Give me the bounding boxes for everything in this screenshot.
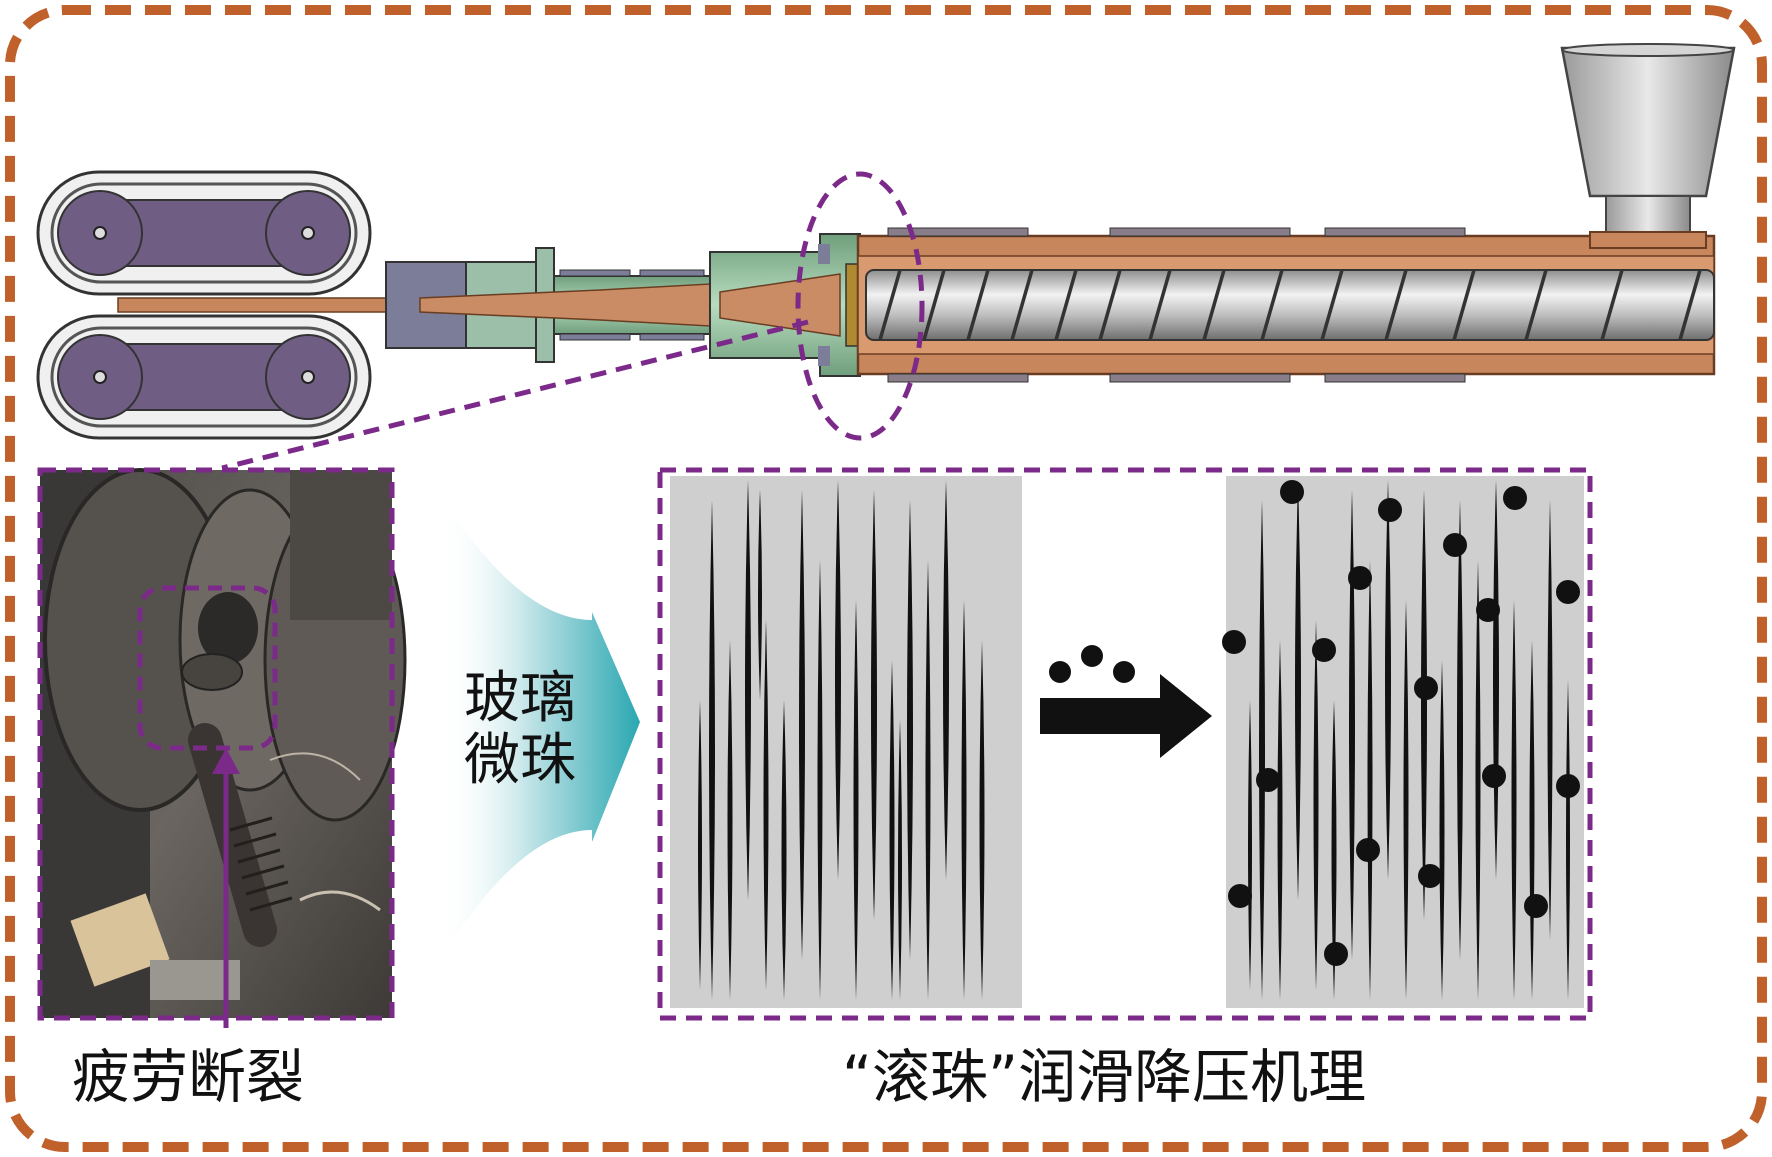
melt-streak — [1511, 600, 1517, 1000]
screw-flights — [878, 269, 1702, 341]
screw — [865, 269, 1715, 341]
haul-off-roller-bottom — [36, 314, 372, 440]
circle-icon — [1524, 894, 1548, 918]
melt-streak — [853, 600, 859, 1000]
melt-streak — [1277, 640, 1283, 1000]
melt-streak — [1421, 490, 1427, 920]
panel-without-beads — [670, 476, 1022, 1008]
glass-beads-label-line2: 微珠 — [464, 728, 576, 793]
right-arrow-icon — [1040, 674, 1212, 758]
fracture-pointer-head — [212, 748, 240, 774]
circle-icon — [1556, 580, 1580, 604]
circle-icon — [1348, 566, 1372, 590]
melt-streak — [907, 500, 913, 960]
melt-streaks-left — [698, 480, 985, 1000]
melt-streak — [1259, 500, 1265, 1000]
circle-icon — [1356, 838, 1380, 862]
fatigue-fracture-label: 疲劳断裂 — [72, 1043, 305, 1111]
funnel-icon — [1560, 43, 1736, 249]
transition-arrow — [440, 495, 640, 960]
circle-icon — [1418, 864, 1442, 888]
haul-off-roller-top — [36, 170, 372, 296]
melt-streak — [1349, 490, 1355, 960]
melt-streak — [1367, 560, 1373, 1000]
circle-icon — [1556, 774, 1580, 798]
melt-streak — [961, 600, 967, 1000]
melt-streak — [898, 720, 902, 1000]
outer-frame — [5, 5, 1767, 1152]
mechanism-label: “滚珠”润滑降压机理 — [842, 1043, 1367, 1111]
melt-streak — [745, 480, 751, 900]
circle-icon — [1049, 661, 1071, 683]
circle-icon — [1081, 645, 1103, 667]
circle-icon — [1443, 533, 1467, 557]
circle-icon — [1482, 764, 1506, 788]
melt-streak — [925, 560, 931, 1000]
melt-streak — [1457, 500, 1463, 960]
melt-streak — [1313, 620, 1319, 990]
die-zoom-ellipse — [795, 171, 925, 441]
circle-icon — [1324, 942, 1348, 966]
melt-streak — [781, 700, 787, 1000]
circle-icon — [1228, 884, 1252, 908]
glass-beads — [1222, 480, 1580, 966]
circle-icon — [1280, 480, 1304, 504]
circle-icon — [1476, 598, 1500, 622]
extruder-machine — [36, 43, 1736, 440]
melt-streak — [1439, 660, 1445, 1000]
melt-streak — [758, 490, 762, 700]
melt-streak — [799, 490, 805, 960]
circle-icon — [1256, 768, 1280, 792]
melt-streak — [835, 480, 841, 880]
circle-icon — [1222, 630, 1246, 654]
circle-icon — [1113, 661, 1135, 683]
heater-band-3 — [1324, 227, 1466, 237]
glass-beads-label: 玻璃 微珠 — [455, 668, 585, 792]
melt-streak — [1475, 560, 1481, 1000]
glass-beads-label-line1: 玻璃 — [464, 666, 576, 731]
die-zoom-leader — [221, 319, 809, 471]
melt-streak — [943, 480, 949, 880]
melt-streak — [1331, 700, 1337, 1000]
melt-streak — [979, 640, 985, 1000]
melt-streak — [709, 500, 715, 1000]
mechanism-frame — [657, 467, 1593, 1021]
breaker-plate — [845, 263, 859, 347]
melt-streak — [1566, 680, 1570, 1000]
melt-streak — [727, 640, 733, 1000]
melt-streak — [1403, 600, 1409, 1000]
circle-icon — [1503, 486, 1527, 510]
circle-icon — [1414, 676, 1438, 700]
heater-band-2 — [1109, 227, 1291, 237]
melt-streak — [1295, 480, 1301, 900]
melt-streak — [817, 560, 823, 1000]
heater-band-1 — [887, 227, 1029, 237]
melt-streak — [1248, 700, 1252, 990]
melt-streak — [1547, 500, 1553, 940]
circle-icon — [1378, 498, 1402, 522]
melt-streak — [1385, 480, 1391, 880]
fatigue-photo-frame — [37, 467, 395, 1021]
melt-streak — [889, 660, 895, 1000]
melt-streak — [698, 700, 702, 990]
circle-icon — [1312, 638, 1336, 662]
melt-streak — [871, 490, 877, 920]
fatigue-photo — [40, 468, 407, 1018]
melt-streak — [763, 620, 769, 990]
